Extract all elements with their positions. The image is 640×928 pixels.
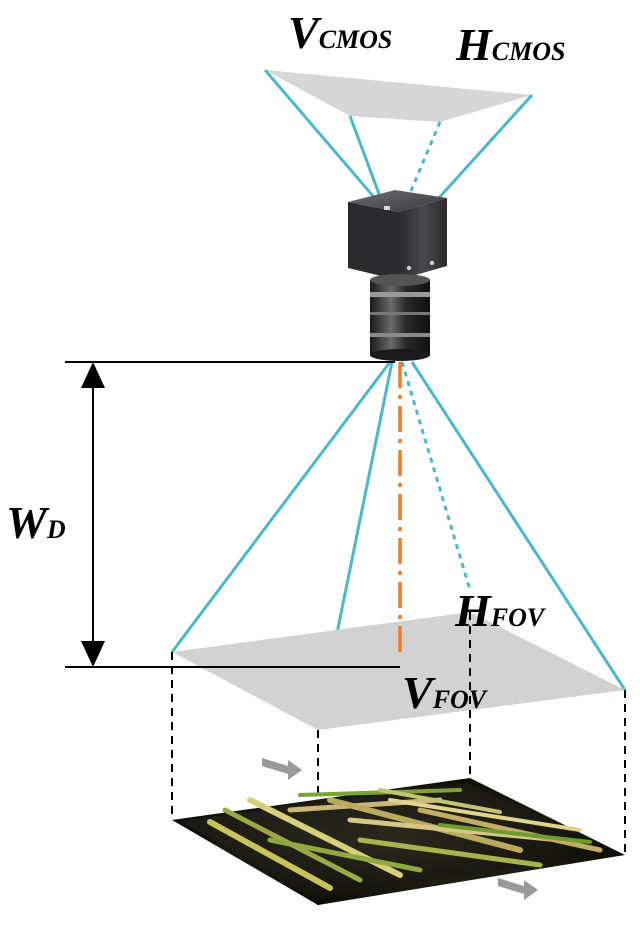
- working-distance-dimension: [65, 361, 400, 668]
- w-d-main: W: [6, 497, 47, 548]
- cmos-sensor-plane: [265, 70, 532, 122]
- w-d-label: WD: [6, 500, 66, 546]
- fov-plane: [172, 612, 625, 730]
- v-fov-label: VFOV: [402, 670, 486, 716]
- v-cmos-label: VCMOS: [288, 10, 392, 56]
- h-fov-label: HFOV: [455, 588, 544, 634]
- w-d-sub: D: [46, 515, 66, 544]
- v-fov-main: V: [402, 667, 433, 718]
- dimension-arrow-up: [81, 362, 105, 388]
- h-cmos-sub: CMOS: [491, 37, 566, 66]
- dimension-arrow-down: [81, 641, 105, 667]
- lens-icon: [370, 274, 430, 361]
- bamboo-sample-tray-image: [172, 778, 625, 905]
- h-cmos-main: H: [456, 19, 492, 70]
- h-cmos-label: HCMOS: [456, 22, 565, 68]
- h-fov-sub: FOV: [490, 603, 545, 632]
- v-cmos-sub: CMOS: [318, 25, 393, 54]
- v-fov-sub: FOV: [432, 685, 487, 714]
- v-cmos-main: V: [288, 7, 319, 58]
- h-fov-main: H: [455, 585, 491, 636]
- motion-arrow-icon: [262, 758, 538, 900]
- industrial-camera-icon: [348, 190, 447, 280]
